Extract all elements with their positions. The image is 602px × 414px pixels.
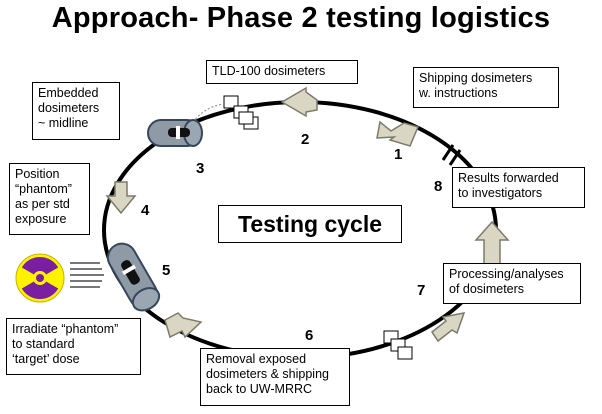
step-number-8: 8	[434, 178, 443, 195]
step-6-label: Removal exposed dosimeters & shipping ba…	[200, 348, 350, 406]
step-4-label: Position “phantom” as per std exposure	[9, 163, 90, 235]
cycle-arrow-icon	[105, 86, 510, 343]
step-number-4: 4	[141, 202, 150, 219]
step-7-label: Processing/analyses of dosimeters	[443, 263, 581, 304]
step-1-label: Shipping dosimeters w. instructions	[413, 67, 559, 108]
phantom-cylinder-icon	[107, 242, 161, 312]
step-number-7: 7	[417, 282, 426, 299]
phantom-cylinder-icon	[147, 119, 203, 147]
step-number-5: 5	[162, 262, 171, 279]
dosimeter-stack-icon	[383, 330, 413, 360]
cycle-break-mark	[441, 144, 462, 166]
step-5-label: Irradiate “phantom” to standard ‘target’…	[6, 318, 141, 375]
cycle-center-label: Testing cycle	[218, 205, 402, 243]
step-number-6: 6	[305, 327, 314, 344]
step-3-label: Embedded dosimeters ~ midline	[32, 82, 120, 140]
dosimeter-path	[189, 103, 225, 126]
step-2-label: TLD-100 dosimeters	[206, 60, 358, 84]
slide-title: Approach- Phase 2 testing logistics	[51, 2, 551, 34]
radiation-symbol-icon	[15, 253, 65, 303]
step-number-3: 3	[196, 160, 205, 177]
radiation-beam	[70, 262, 104, 288]
step-8-label: Results forwarded to investigators	[452, 167, 585, 208]
step-number-2: 2	[301, 131, 310, 148]
dosimeter-stack-icon	[223, 95, 259, 130]
step-number-1: 1	[394, 146, 403, 163]
